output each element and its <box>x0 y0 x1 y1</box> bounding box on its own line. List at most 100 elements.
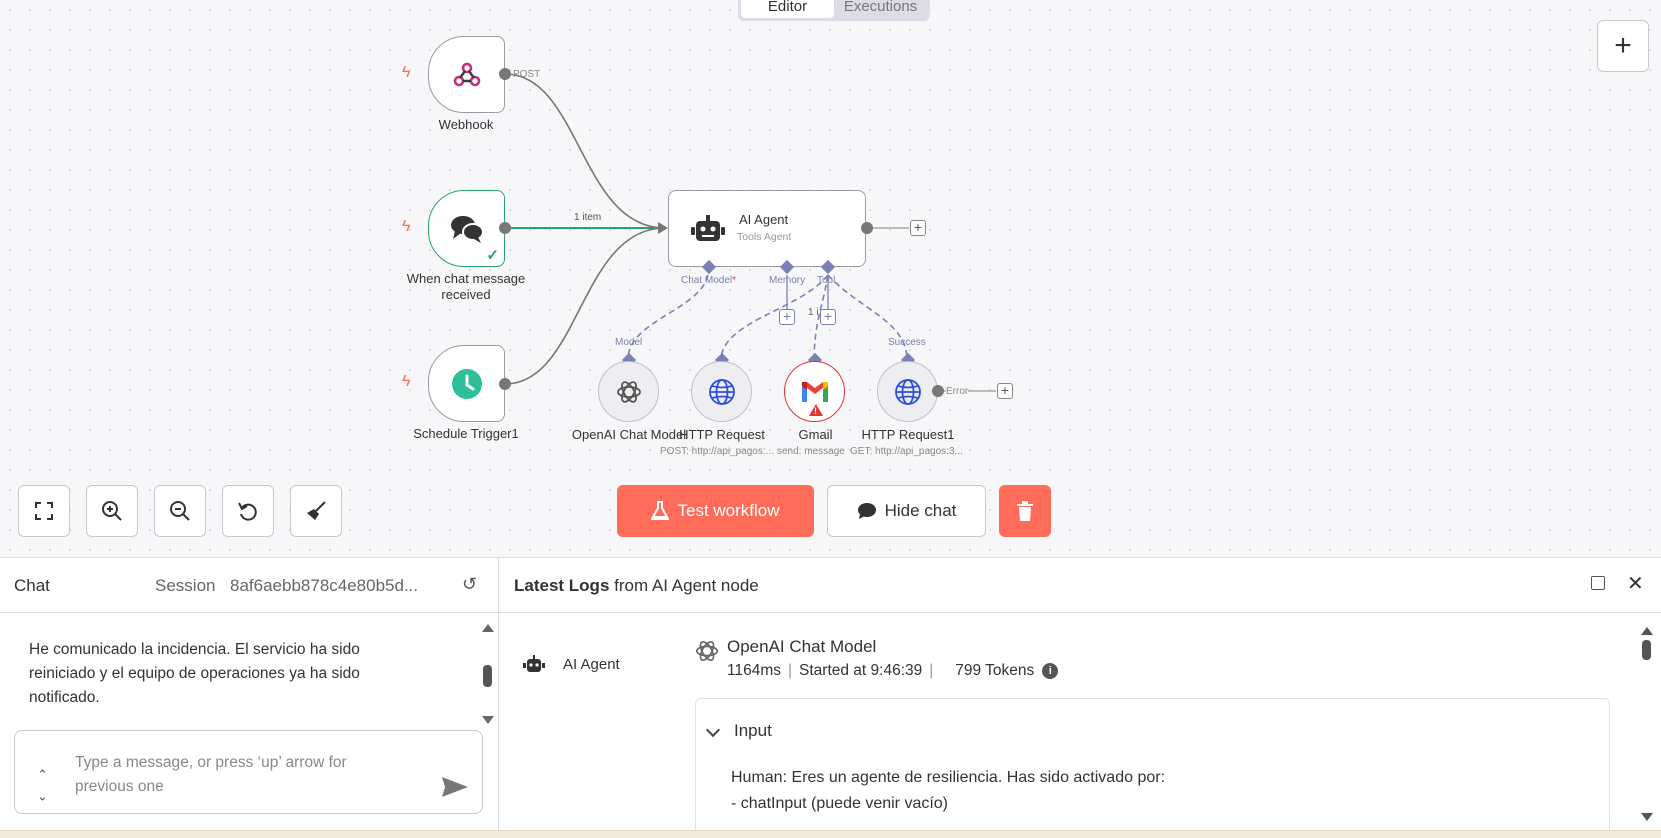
ai-agent-subtitle: Tools Agent <box>737 231 792 243</box>
webhook-icon <box>453 62 480 86</box>
add-node-button[interactable]: + <box>1597 20 1649 72</box>
webhook-output-handle[interactable] <box>499 68 511 80</box>
chat-model-input-label: Chat Model* <box>681 275 736 286</box>
chat-model-input-text: Chat Model <box>681 275 733 286</box>
chat-trigger-node[interactable]: ✓ <box>428 190 505 267</box>
input-heading[interactable]: Input <box>734 721 772 740</box>
add-error-output-button[interactable]: + <box>997 383 1013 399</box>
history-up-icon[interactable]: ⌃ <box>37 767 48 782</box>
connection-item-count: 1 item <box>574 212 602 223</box>
webhook-connection[interactable] <box>504 73 666 229</box>
scroll-down-icon[interactable] <box>482 716 494 724</box>
globe-icon <box>894 378 921 405</box>
schedule-connection[interactable] <box>504 227 666 385</box>
openai-chat-model-node[interactable] <box>598 361 659 422</box>
chat-trigger-label-line1: When chat message <box>406 271 526 286</box>
test-workflow-button[interactable]: Test workflow <box>617 485 814 537</box>
ai-agent-output-handle[interactable] <box>861 222 873 234</box>
memory-input-label: Memory <box>769 275 806 286</box>
success-check-icon: ✓ <box>486 247 499 264</box>
openai-icon <box>695 641 719 661</box>
tab-executions[interactable]: Executions <box>843 0 918 15</box>
delete-button[interactable] <box>999 485 1051 537</box>
http-request-caption: POST: http://api_pagos:... <box>660 446 774 457</box>
add-tool-button[interactable]: + <box>820 309 836 325</box>
scrollbar-thumb[interactable] <box>1642 640 1651 660</box>
clock-icon <box>451 368 482 399</box>
chat-header: Chat Session 8af6aebb878c4e80b5d... ↺ <box>0 558 499 613</box>
chat-input-placeholder: Type a message, or press ‘up’ arrow for … <box>75 754 347 795</box>
chat-bubble-icon <box>857 503 876 519</box>
add-memory-button[interactable]: + <box>779 309 795 325</box>
schedule-output-handle[interactable] <box>499 378 511 390</box>
input-text-line2: - chatInput (puede venir vacío) <box>731 795 949 812</box>
logs-header: Latest Logs from AI Agent node ✕ <box>499 558 1661 613</box>
log-entry-meta: 1164ms | Started at 9:46:39 | 799 Tokens… <box>727 662 1059 680</box>
ai-agent-add-output-button[interactable]: + <box>910 220 926 236</box>
workflow-canvas[interactable]: Editor Executions + ϟ POST Webhook ϟ ✓ W… <box>0 0 1661 557</box>
tidy-up-button[interactable] <box>290 485 342 537</box>
logs-scrollbar[interactable] <box>1639 618 1655 828</box>
robot-icon <box>523 655 545 672</box>
chat-trigger-output-handle[interactable] <box>499 222 511 234</box>
http-request1-label: HTTP Request1 <box>861 427 955 442</box>
warning-mark: ! <box>814 406 817 416</box>
send-icon[interactable] <box>441 775 469 799</box>
chat-panel: Chat Session 8af6aebb878c4e80b5d... ↺ He… <box>0 557 499 830</box>
input-text-line1: Human: Eres un agente de resiliencia. Ha… <box>731 769 1166 786</box>
http-request1-error-handle[interactable] <box>932 385 944 397</box>
gmail-node[interactable]: ! <box>784 361 845 422</box>
chevron-down-icon[interactable] <box>705 722 721 738</box>
chat-trigger-label: When chat message received <box>390 271 542 303</box>
chat-input-box[interactable]: ⌃ ⌃ Type a message, or press ‘up’ arrow … <box>14 730 483 814</box>
tool-count-label: 1 i <box>808 307 819 318</box>
reset-session-icon[interactable]: ↺ <box>462 574 478 594</box>
webhook-output-label: POST <box>513 69 541 80</box>
open-new-window-icon[interactable] <box>1591 576 1605 590</box>
history-down-icon[interactable]: ⌃ <box>37 788 48 803</box>
ai-agent-node[interactable]: AI Agent Tools Agent <box>668 190 866 267</box>
openai-chat-model-label: OpenAI Chat Model <box>571 427 687 442</box>
chat-scrollbar[interactable] <box>480 618 494 738</box>
close-icon[interactable]: ✕ <box>1627 573 1644 595</box>
zoom-out-icon <box>170 501 190 521</box>
chat-title: Chat <box>14 576 50 595</box>
openai-icon <box>616 380 641 403</box>
hide-chat-label: Hide chat <box>884 501 957 520</box>
zoom-in-icon <box>102 501 122 521</box>
meta-divider: | <box>788 662 793 679</box>
log-tokens: 799 Tokens <box>955 662 1035 679</box>
http-request-label: HTTP Request <box>679 427 765 442</box>
tab-editor[interactable]: Editor <box>741 0 834 18</box>
log-entry-title: OpenAI Chat Model <box>727 637 877 656</box>
robot-icon <box>691 215 725 241</box>
scroll-down-icon[interactable] <box>1641 813 1653 821</box>
hide-chat-button[interactable]: Hide chat <box>827 485 986 537</box>
broom-icon <box>307 501 326 520</box>
reset-zoom-button[interactable] <box>222 485 274 537</box>
log-input-section: Input Human: Eres un agente de resilienc… <box>695 698 1610 831</box>
trigger-bolt-icon: ϟ <box>402 373 411 390</box>
plus-icon: + <box>1614 29 1632 62</box>
gmail-label: Gmail <box>798 427 833 442</box>
trash-icon <box>1017 501 1033 521</box>
scroll-up-icon[interactable] <box>482 624 494 632</box>
http-request1-node[interactable] <box>877 361 938 422</box>
scrollbar-thumb[interactable] <box>483 665 492 687</box>
webhook-node[interactable] <box>428 36 505 113</box>
zoom-out-button[interactable] <box>154 485 206 537</box>
logs-title-bold: Latest Logs <box>514 576 610 595</box>
fit-view-button[interactable] <box>18 485 70 537</box>
info-icon[interactable]: i <box>1042 663 1059 679</box>
log-tree-ai-agent[interactable]: AI Agent <box>563 656 620 673</box>
session-label: Session <box>155 576 216 595</box>
log-started: Started at 9:46:39 <box>799 662 923 679</box>
zoom-in-button[interactable] <box>86 485 138 537</box>
chat-trigger-label-line2: received <box>441 287 491 302</box>
schedule-trigger-node[interactable] <box>428 345 505 422</box>
test-workflow-label: Test workflow <box>677 501 780 520</box>
scroll-up-icon[interactable] <box>1641 627 1653 635</box>
fullscreen-icon <box>35 502 53 520</box>
chat-message: He comunicado la incidencia. El servicio… <box>29 641 360 706</box>
http-request-node[interactable] <box>691 361 752 422</box>
